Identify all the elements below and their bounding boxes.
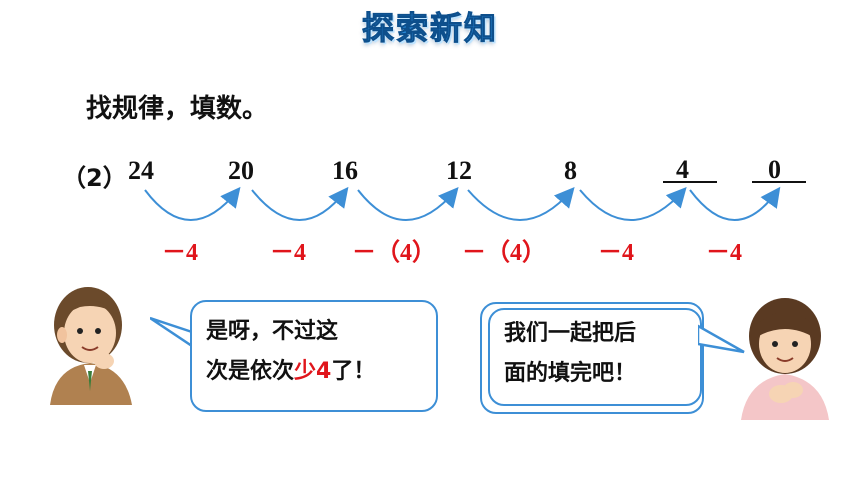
- arc-5: [579, 187, 687, 221]
- page-title-banner: 探索新知: [330, 4, 530, 48]
- answer-blank-2-underline: [752, 181, 806, 183]
- answer-blank-1-underline: [663, 181, 717, 183]
- arc-3: [357, 186, 459, 221]
- boy-bubble-line-2-prefix: 次是依次: [206, 359, 295, 384]
- sequence-number-8: 8: [564, 156, 577, 185]
- sequence-number-24: 24: [128, 156, 154, 185]
- sequence-number-12: 12: [446, 156, 472, 185]
- answer-blank-2: 0: [768, 155, 781, 184]
- boy-character: [50, 287, 132, 405]
- operation-4: －（4）: [462, 240, 546, 266]
- girl-bubble-tail: [698, 324, 745, 354]
- girl-speech-bubble: 我们一起把后 面的填完吧！: [488, 308, 702, 406]
- boy-speech-bubble: 是呀，不过这 次是依次少4了！: [190, 300, 438, 412]
- boy-bubble-highlight: 少4: [294, 359, 332, 384]
- sequence-number-20: 20: [228, 156, 254, 185]
- problem-label: （2）: [62, 164, 127, 192]
- girl-bubble-line-1: 我们一起把后: [504, 321, 637, 346]
- answer-blank-1: 4: [676, 155, 689, 184]
- arc-4: [467, 186, 575, 221]
- arc-1: [144, 186, 241, 221]
- boy-bubble-line-1: 是呀，不过这: [206, 319, 339, 344]
- arc-2: [251, 186, 349, 221]
- instruction-text: 找规律，填数。: [86, 94, 269, 124]
- operation-6: －4: [706, 240, 742, 266]
- operation-2: －4: [270, 240, 306, 266]
- arc-6: [689, 186, 781, 221]
- boy-bubble-line-2: 次是依次少4了！: [206, 352, 422, 392]
- sequence-number-16: 16: [332, 156, 358, 185]
- boy-bubble-line-2-suffix: 了！: [331, 359, 376, 384]
- girl-character: [741, 298, 829, 420]
- girl-bubble-line-2: 面的填完吧！: [504, 361, 637, 386]
- boy-bubble-tail: [150, 316, 194, 349]
- page-title: 探索新知: [361, 9, 498, 48]
- operation-5: －4: [598, 240, 634, 266]
- operation-1: －4: [162, 240, 198, 266]
- operation-3: －（4）: [352, 240, 436, 266]
